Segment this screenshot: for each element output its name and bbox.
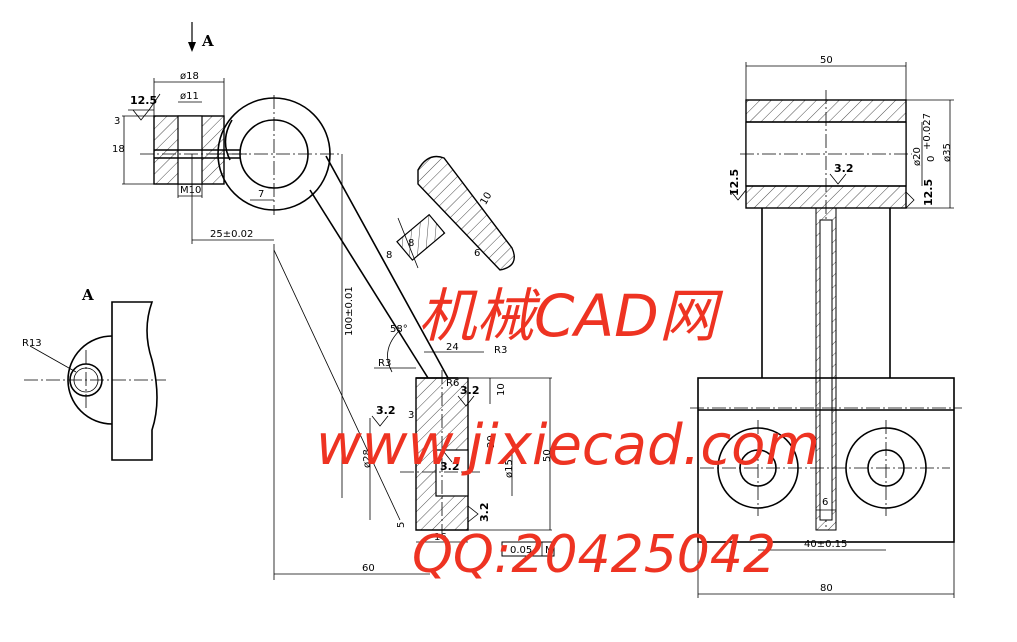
- tol-value: 0.05: [510, 545, 532, 556]
- lever-front-view: 25±0.02 7 100±0.01 60: [191, 95, 458, 580]
- dim-t18: 18: [112, 144, 125, 155]
- dim-t25: 25±0.02: [210, 229, 253, 240]
- rough-32d: 3.2: [478, 503, 491, 523]
- hub-section: 58° R3 24 R3 R6 10 50 ø15 20 ø28 3 5 16 …: [362, 324, 555, 557]
- view-a-arrow: A: [188, 22, 214, 52]
- dim-r6: R6: [446, 378, 459, 389]
- rt-dim-d20: ø20: [912, 147, 923, 166]
- dim-r3a: R3: [378, 358, 391, 369]
- dim-r125-top: 12.5: [130, 94, 157, 107]
- dim-r13: R13: [22, 338, 42, 349]
- dim-t60: 60: [362, 563, 375, 574]
- dim-t20: 20: [486, 435, 497, 448]
- dim-t58: 58°: [390, 324, 408, 335]
- dim-t3b: 3: [408, 410, 414, 421]
- dim-t8: 8: [386, 250, 392, 261]
- dim-d11: ø11: [180, 91, 199, 102]
- boss-section: ø18 ø11 12.5 3 18 M10: [112, 71, 250, 198]
- dim-t7: 7: [258, 189, 264, 200]
- watermark-line2: www.jixiecad.com: [316, 413, 820, 478]
- rib-section: 8 8 6 10: [386, 155, 515, 271]
- rt-rough-125a: 12.5: [728, 169, 741, 196]
- view-a-arrow-label: A: [201, 32, 214, 50]
- dim-r3b: R3: [494, 345, 507, 356]
- dim-t8b: 8: [408, 238, 414, 249]
- rt-dim-6: 6: [822, 497, 828, 508]
- watermark-line3: QQ:20425042: [412, 525, 776, 585]
- dim-t6: 6: [474, 248, 480, 259]
- dim-t16: 16: [434, 532, 447, 543]
- dim-d18: ø18: [180, 71, 199, 82]
- dim-t10-slant: 10: [479, 190, 495, 207]
- view-a-title: A: [81, 286, 94, 304]
- dim-m10: M10: [180, 185, 201, 196]
- rt-rough-32: 3.2: [834, 162, 854, 175]
- rt-dim-d35: ø35: [942, 143, 953, 162]
- rt-dim-40: 40±0.15: [804, 539, 847, 550]
- dim-t50: 50: [542, 449, 553, 462]
- tol-modifier: M: [545, 545, 554, 556]
- view-a: A R13: [22, 286, 166, 461]
- rt-dim-80: 80: [820, 583, 833, 594]
- side-view: 50 ø35 ø20 +0.027 0 12.5 12.5 3.2 6 40±0…: [690, 55, 962, 598]
- dim-t5: 5: [396, 522, 407, 528]
- watermark-line1: 机械CAD网: [418, 282, 724, 350]
- rough-32b: 3.2: [460, 384, 480, 397]
- dim-d15: ø15: [504, 459, 515, 478]
- dim-t24: 24: [446, 342, 459, 353]
- rough-32a: 3.2: [376, 404, 396, 417]
- dim-t100: 100±0.01: [344, 286, 355, 336]
- rt-dim-d20-tol0: 0: [926, 156, 937, 162]
- rt-dim-50: 50: [820, 55, 833, 66]
- rt-rough-125b: 12.5: [922, 179, 935, 206]
- dim-t3: 3: [114, 116, 120, 127]
- rough-32c: 3.2: [440, 460, 460, 473]
- rt-dim-d20-tol: +0.027: [922, 113, 933, 150]
- dim-d28: ø28: [362, 449, 373, 468]
- dim-t10: 10: [496, 383, 507, 396]
- watermark: 机械CAD网 www.jixiecad.com QQ:20425042: [316, 282, 820, 585]
